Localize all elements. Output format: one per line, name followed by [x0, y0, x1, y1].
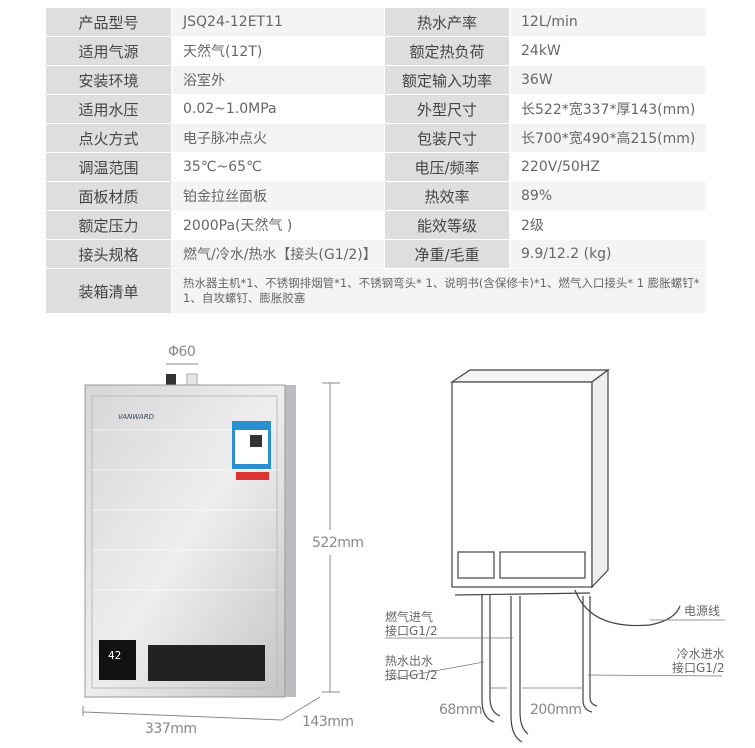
spec-label: 适用水压 — [45, 94, 172, 124]
spec-value: 电子脉冲点火 — [171, 123, 385, 153]
spec-value: 35℃~65℃ — [171, 152, 385, 182]
spec-value: 天然气(12T) — [171, 36, 385, 66]
spec-label: 安装环境 — [45, 65, 172, 95]
spec-value: 燃气/冷水/热水【接头(G1/2)】 — [171, 239, 385, 269]
spec-value: 浴室外 — [171, 65, 385, 95]
packing-label: 装箱清单 — [45, 268, 172, 314]
water-heater-front-view — [84, 363, 296, 698]
spec-value: 0.02~1.0MPa — [171, 94, 385, 124]
spec-label: 调温范围 — [45, 152, 172, 182]
cold-water-inlet-label: 冷水进水 接口G1/2 — [672, 647, 725, 675]
width-dimension: 337mm — [145, 721, 197, 737]
callout-lines — [384, 619, 725, 689]
gap-200-label: 200mm — [530, 702, 582, 718]
spec-value: 长700*宽490*高215(mm) — [509, 123, 707, 153]
spec-value: 2000Pa(天然气 ) — [171, 210, 385, 240]
spec-label: 电压/频率 — [384, 152, 510, 182]
spec-row: 点火方式电子脉冲点火包装尺寸长700*宽490*高215(mm) — [45, 123, 707, 153]
spec-label: 热效率 — [384, 181, 510, 211]
gap-68-label: 68mm — [439, 702, 483, 718]
spec-value: 220V/50HZ — [509, 152, 707, 182]
spec-label: 额定热负荷 — [384, 36, 510, 66]
hot-water-outlet-label: 热水出水 接口G1/2 — [385, 654, 438, 682]
brand-logo: VANWARD — [118, 413, 155, 421]
display-readout: 42 — [108, 649, 121, 662]
spec-label: 外型尺寸 — [384, 94, 510, 124]
depth-dimension: 143mm — [302, 714, 354, 730]
spec-value: 铂金拉丝面板 — [171, 181, 385, 211]
packing-value: 热水器主机*1、不锈钢排烟管*1、不锈钢弯头* 1、说明书(含保修卡)*1、燃气… — [171, 268, 707, 314]
pipe-diameter-label: Φ60 — [168, 344, 196, 360]
gas-inlet-label: 燃气进气 接口G1/2 — [385, 610, 438, 638]
dimension-lines — [82, 382, 340, 721]
spec-value: 24kW — [509, 36, 707, 66]
spec-label: 产品型号 — [45, 7, 172, 37]
spec-label: 面板材质 — [45, 181, 172, 211]
spec-value: 2级 — [509, 210, 707, 240]
spec-row-packing: 装箱清单 热水器主机*1、不锈钢排烟管*1、不锈钢弯头* 1、说明书(含保修卡)… — [45, 268, 707, 314]
spec-label: 额定压力 — [45, 210, 172, 240]
spec-value: 12L/min — [509, 7, 707, 37]
spec-label: 接头规格 — [45, 239, 172, 269]
installation-diagram — [450, 368, 681, 743]
height-dimension: 522mm — [312, 535, 364, 551]
spec-label: 包装尺寸 — [384, 123, 510, 153]
power-cord-label: 电源线 — [684, 604, 721, 618]
spec-value: 长522*宽337*厚143(mm) — [509, 94, 707, 124]
spec-label: 净重/毛重 — [384, 239, 510, 269]
spec-label: 额定输入功率 — [384, 65, 510, 95]
spec-label: 适用气源 — [45, 36, 172, 66]
spec-label: 能效等级 — [384, 210, 510, 240]
